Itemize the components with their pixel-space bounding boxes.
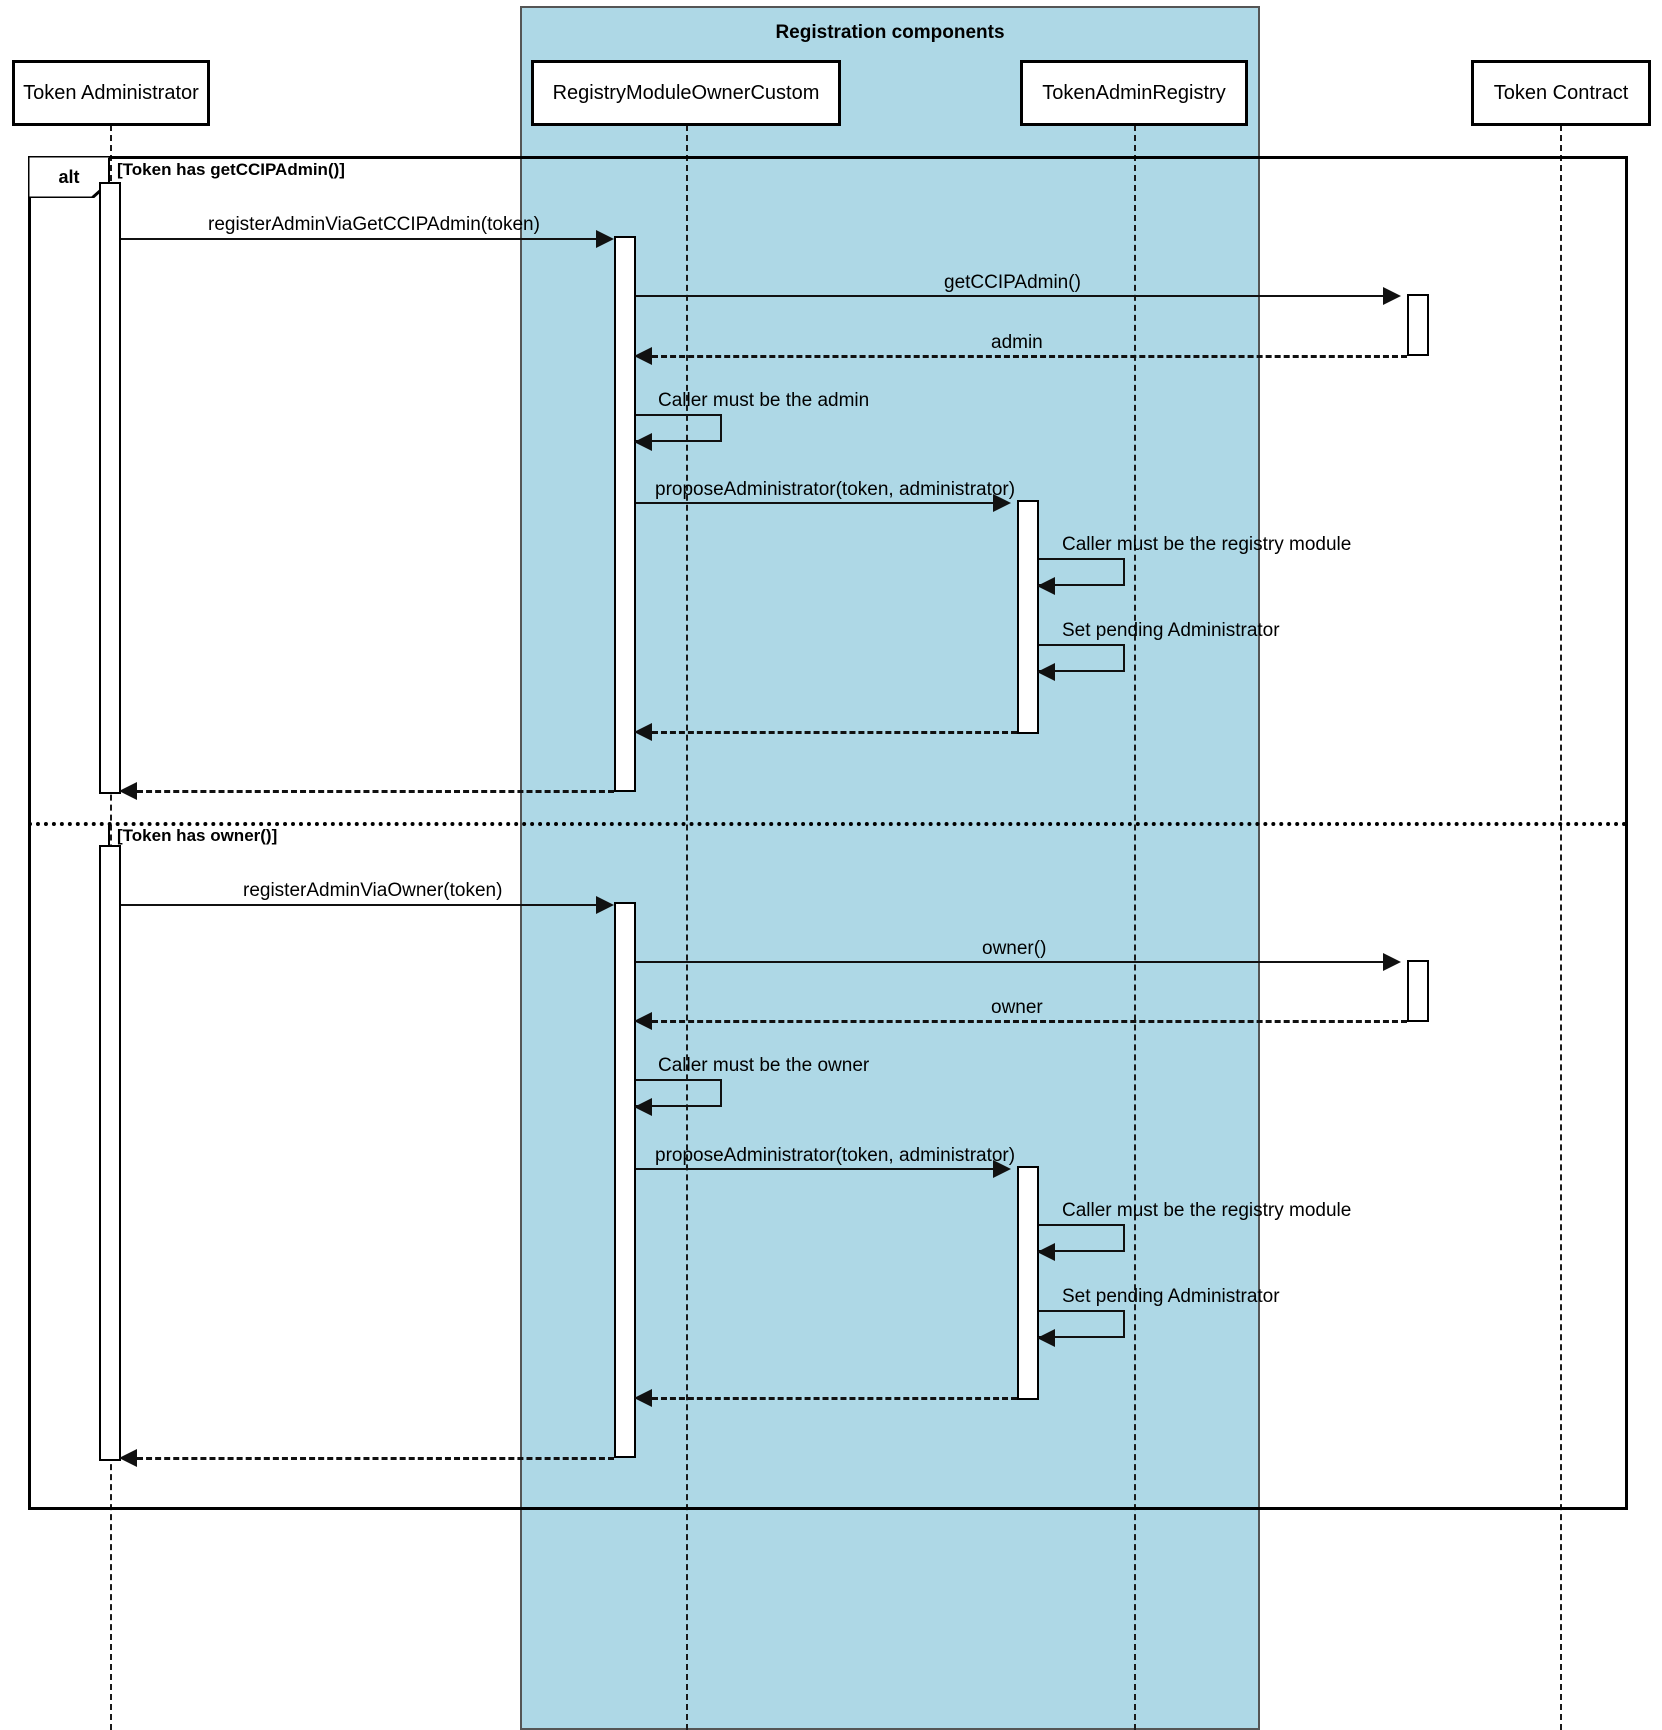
message-label-7: Set pending Administrator — [1062, 620, 1280, 641]
message-line-10 — [121, 904, 596, 906]
message-arrow-5 — [993, 494, 1011, 512]
message-line-12 — [652, 1020, 1407, 1023]
activation-registry-2 — [614, 902, 636, 1458]
alt-fragment-frame — [28, 156, 1628, 1510]
self-message-box-15 — [1039, 1224, 1125, 1252]
participant-token-admin-registry[interactable]: TokenAdminRegistry — [1020, 60, 1248, 126]
self-message-box-7 — [1039, 644, 1125, 672]
self-message-box-6 — [1039, 558, 1125, 586]
activation-token-administrator-2 — [99, 845, 121, 1461]
activation-registry-1 — [614, 236, 636, 792]
message-label-11: owner() — [982, 938, 1047, 959]
self-message-box-4 — [636, 414, 722, 442]
message-arrow-2 — [1383, 287, 1401, 305]
activation-token-contract-2 — [1407, 960, 1429, 1022]
message-arrow-18 — [119, 1449, 137, 1467]
group-title: Registration components — [775, 22, 1005, 43]
message-line-8 — [652, 731, 1017, 734]
activation-token-administrator-1 — [99, 182, 121, 794]
participant-label: TokenAdminRegistry — [1042, 81, 1226, 104]
message-line-1 — [121, 238, 596, 240]
message-label-15: Caller must be the registry module — [1062, 1200, 1352, 1221]
self-message-box-16 — [1039, 1310, 1125, 1338]
participant-label: RegistryModuleOwnerCustom — [552, 81, 820, 104]
message-line-9 — [137, 790, 614, 793]
message-arrow-14 — [993, 1160, 1011, 1178]
message-label-3: admin — [991, 332, 1043, 353]
message-label-14: proposeAdministrator(token, administrato… — [655, 1145, 1016, 1166]
alt-condition-1: [Token has getCCIPAdmin()] — [117, 160, 345, 179]
message-line-18 — [137, 1457, 614, 1460]
message-arrow-6 — [1037, 577, 1055, 595]
activation-token-admin-registry-1 — [1017, 500, 1039, 734]
message-arrow-11 — [1383, 953, 1401, 971]
message-label-12: owner — [991, 997, 1043, 1018]
message-arrow-8 — [634, 723, 652, 741]
participant-label: Token Contract — [1493, 81, 1629, 104]
message-arrow-7 — [1037, 663, 1055, 681]
self-message-box-13 — [636, 1079, 722, 1107]
message-arrow-16 — [1037, 1329, 1055, 1347]
message-line-2 — [636, 295, 1383, 297]
message-label-16: Set pending Administrator — [1062, 1286, 1280, 1307]
lifeline-registry-module-owner-custom — [686, 125, 688, 1730]
message-label-4: Caller must be the admin — [658, 390, 870, 411]
message-label-1: registerAdminViaGetCCIPAdmin(token) — [208, 214, 540, 235]
activation-token-contract-1 — [1407, 294, 1429, 356]
activation-token-admin-registry-2 — [1017, 1166, 1039, 1400]
message-label-6: Caller must be the registry module — [1062, 534, 1352, 555]
group-box-registration-components — [520, 6, 1260, 1730]
participant-token-contract[interactable]: Token Contract — [1471, 60, 1651, 126]
alt-guard-tick-1 — [108, 158, 110, 184]
message-arrow-10 — [596, 896, 614, 914]
message-line-14 — [636, 1168, 993, 1170]
alt-condition-2: [Token has owner()] — [117, 826, 278, 845]
message-line-11 — [636, 961, 1383, 963]
message-arrow-3 — [634, 347, 652, 365]
message-arrow-12 — [634, 1012, 652, 1030]
message-arrow-15 — [1037, 1243, 1055, 1261]
message-label-5: proposeAdministrator(token, administrato… — [655, 479, 1016, 500]
message-arrow-13 — [634, 1098, 652, 1116]
alt-guard-tick-2 — [108, 824, 110, 850]
message-label-10: registerAdminViaOwner(token) — [243, 880, 503, 901]
message-line-5 — [636, 502, 993, 504]
message-arrow-17 — [634, 1389, 652, 1407]
message-label-2: getCCIPAdmin() — [944, 272, 1081, 293]
alt-operator-label: alt — [26, 154, 112, 200]
alt-operator-text: alt — [58, 166, 80, 187]
message-label-13: Caller must be the owner — [658, 1055, 870, 1076]
message-arrow-9 — [119, 782, 137, 800]
message-arrow-1 — [596, 230, 614, 248]
participant-token-administrator[interactable]: Token Administrator — [12, 60, 210, 126]
participant-registry-module-owner-custom[interactable]: RegistryModuleOwnerCustom — [531, 60, 841, 126]
lifeline-token-admin-registry — [1134, 125, 1136, 1730]
participant-label: Token Administrator — [23, 81, 199, 104]
message-line-3 — [652, 355, 1407, 358]
message-line-17 — [652, 1397, 1017, 1400]
message-arrow-4 — [634, 433, 652, 451]
alt-branch-divider — [28, 822, 1628, 826]
lifeline-token-contract — [1560, 125, 1562, 1730]
